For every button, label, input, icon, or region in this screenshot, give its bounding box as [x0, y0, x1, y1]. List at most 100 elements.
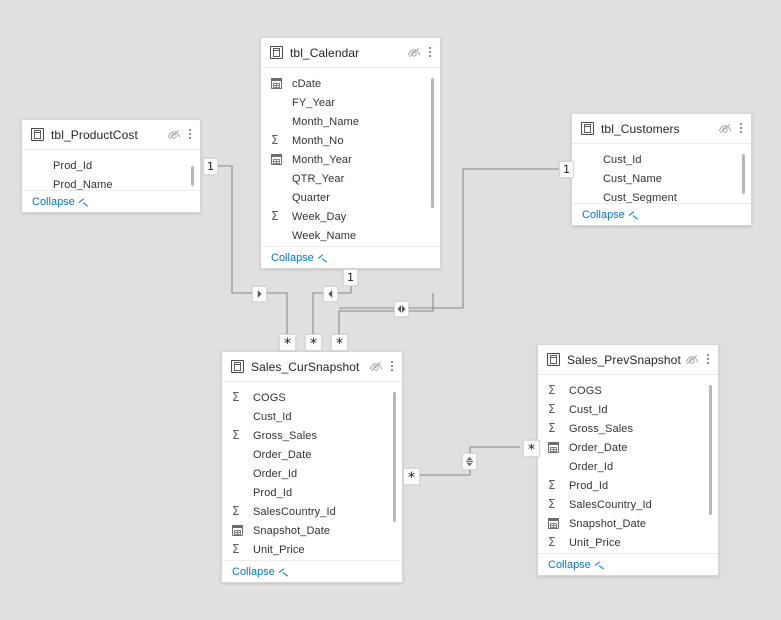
cardinality-many-badge[interactable]: *: [523, 440, 540, 457]
table-icon: [270, 46, 283, 59]
filter-direction-both-icon[interactable]: [394, 301, 409, 317]
filter-direction-left-icon[interactable]: [323, 286, 338, 302]
collapse-button[interactable]: Collapse: [582, 209, 638, 221]
table-title: tbl_Calendar: [290, 45, 360, 60]
table-header-tbl_ProductCost[interactable]: tbl_ProductCost: [22, 120, 200, 150]
field-row[interactable]: Snapshot_Date: [222, 521, 402, 540]
field-name: SalesCountry_Id: [253, 505, 336, 518]
more-options-icon[interactable]: [739, 122, 743, 135]
more-options-icon[interactable]: [188, 128, 192, 141]
vertical-scrollbar[interactable]: [709, 385, 712, 515]
field-row[interactable]: Cust_Id: [572, 150, 751, 169]
sigma-icon: Σ: [548, 478, 556, 492]
field-row[interactable]: Order_Id: [222, 464, 402, 483]
field-name: FY_Year: [292, 96, 336, 109]
collapse-button[interactable]: Collapse: [271, 252, 327, 264]
cardinality-one-badge[interactable]: 1: [559, 161, 574, 178]
sigma-icon: Σ: [548, 383, 556, 397]
cardinality-one-badge[interactable]: 1: [343, 269, 358, 286]
vertical-scrollbar[interactable]: [742, 154, 745, 194]
field-name: Snapshot_Date: [569, 517, 647, 530]
hide-eye-icon[interactable]: [718, 123, 732, 134]
field-row[interactable]: Cust_Name: [572, 169, 751, 188]
cardinality-many-badge[interactable]: *: [331, 334, 348, 351]
cardinality-many-badge[interactable]: *: [305, 334, 322, 351]
sigma-icon: Σ: [271, 209, 279, 223]
field-row[interactable]: Week_Name: [261, 226, 440, 245]
table-header-tbl_Calendar[interactable]: tbl_Calendar: [261, 38, 440, 68]
collapse-label: Collapse: [582, 208, 625, 221]
table-footer: Collapse: [222, 560, 402, 582]
chevron-up-icon: [595, 562, 604, 568]
more-options-icon[interactable]: [390, 360, 394, 373]
collapse-button[interactable]: Collapse: [32, 196, 88, 208]
cardinality-one-badge[interactable]: 1: [203, 158, 218, 175]
table-footer: Collapse: [538, 553, 718, 575]
field-row[interactable]: Snapshot_Date: [538, 514, 718, 533]
field-row[interactable]: Order_Date: [222, 445, 402, 464]
vertical-scrollbar[interactable]: [191, 166, 194, 186]
field-row[interactable]: Quarter: [261, 188, 440, 207]
field-row[interactable]: cDate: [261, 74, 440, 93]
vertical-scrollbar[interactable]: [431, 78, 434, 208]
field-icon-none: [582, 153, 596, 166]
filter-direction-right-icon[interactable]: [252, 286, 267, 302]
table-header-tbl_Customers[interactable]: tbl_Customers: [572, 114, 751, 144]
collapse-button[interactable]: Collapse: [548, 559, 604, 571]
calendar-icon: [548, 517, 562, 530]
chevron-up-icon: [279, 569, 288, 575]
hide-eye-icon[interactable]: [167, 129, 181, 140]
table-header-actions: [407, 46, 432, 59]
hide-eye-icon[interactable]: [685, 354, 699, 365]
field-name: cDate: [292, 77, 322, 90]
cardinality-many-badge[interactable]: *: [403, 468, 420, 485]
field-row[interactable]: QTR_Year: [261, 169, 440, 188]
field-row[interactable]: Prod_Id: [22, 156, 200, 175]
field-row[interactable]: FY_Year: [261, 93, 440, 112]
hide-eye-icon[interactable]: [407, 47, 421, 58]
field-row[interactable]: Month_Year: [261, 150, 440, 169]
hide-eye-icon[interactable]: [369, 361, 383, 372]
field-row[interactable]: Cust_Segment: [572, 188, 751, 207]
collapse-label: Collapse: [271, 251, 314, 264]
field-icon-none: [582, 172, 596, 185]
field-row[interactable]: Order_Date: [538, 438, 718, 457]
cardinality-many-badge[interactable]: *: [279, 334, 296, 351]
field-icon-none: [232, 448, 246, 461]
table-header-Sales_CurSnapshot[interactable]: Sales_CurSnapshot: [222, 352, 402, 382]
field-row[interactable]: Prod_Id: [222, 483, 402, 502]
field-name: Cust_Id: [253, 410, 292, 423]
field-row[interactable]: Month_Name: [261, 112, 440, 131]
field-row[interactable]: Order_Id: [538, 457, 718, 476]
field-row[interactable]: Prod_Name: [22, 175, 200, 194]
more-options-icon[interactable]: [428, 46, 432, 59]
table-header-Sales_PrevSnapshot[interactable]: Sales_PrevSnapshot: [538, 345, 718, 375]
cross-filter-both-icon[interactable]: [462, 453, 477, 470]
table-footer: Collapse: [261, 246, 440, 268]
field-name: Order_Date: [569, 441, 628, 454]
more-options-icon[interactable]: [706, 353, 710, 366]
collapse-button[interactable]: Collapse: [232, 566, 288, 578]
field-name: QTR_Year: [292, 172, 345, 185]
field-row[interactable]: Cust_Id: [222, 407, 402, 426]
vertical-scrollbar[interactable]: [393, 392, 396, 522]
